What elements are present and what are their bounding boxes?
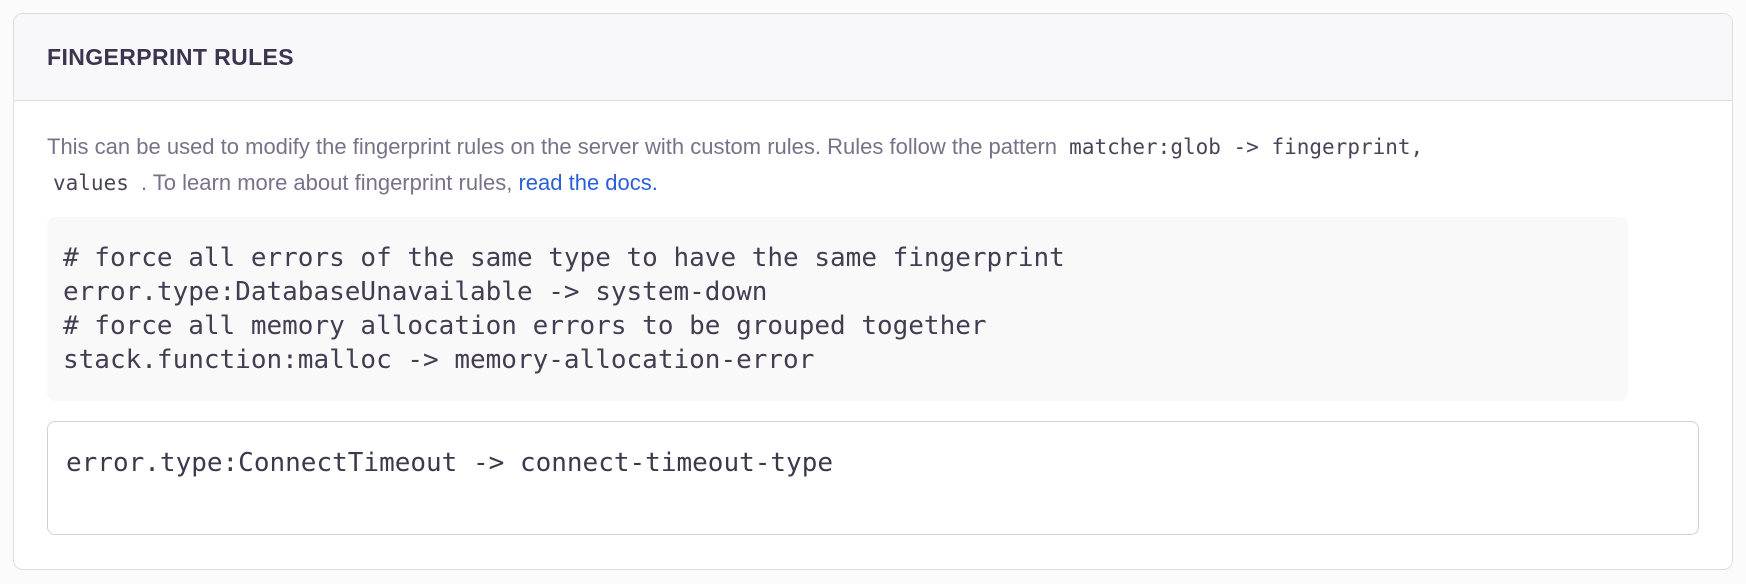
pattern-inline-code-line2: values	[53, 171, 129, 195]
panel-header: FINGERPRINT RULES	[14, 14, 1732, 101]
panel-body: This can be used to modify the fingerpri…	[14, 101, 1732, 569]
fingerprint-rules-example-block: # force all errors of the same type to h…	[47, 217, 1628, 401]
read-the-docs-link[interactable]: read the docs.	[518, 170, 658, 195]
pattern-inline-code-line1: matcher:glob -> fingerprint,	[1069, 135, 1424, 159]
description-more: . To learn more about fingerprint rules,	[140, 170, 513, 195]
description-intro: This can be used to modify the fingerpri…	[47, 134, 1058, 159]
fingerprint-rules-panel: FINGERPRINT RULES This can be used to mo…	[13, 13, 1733, 570]
panel-title: FINGERPRINT RULES	[47, 44, 295, 70]
description-text: This can be used to modify the fingerpri…	[47, 129, 1699, 201]
fingerprint-rules-input[interactable]: error.type:ConnectTimeout -> connect-tim…	[47, 421, 1699, 535]
